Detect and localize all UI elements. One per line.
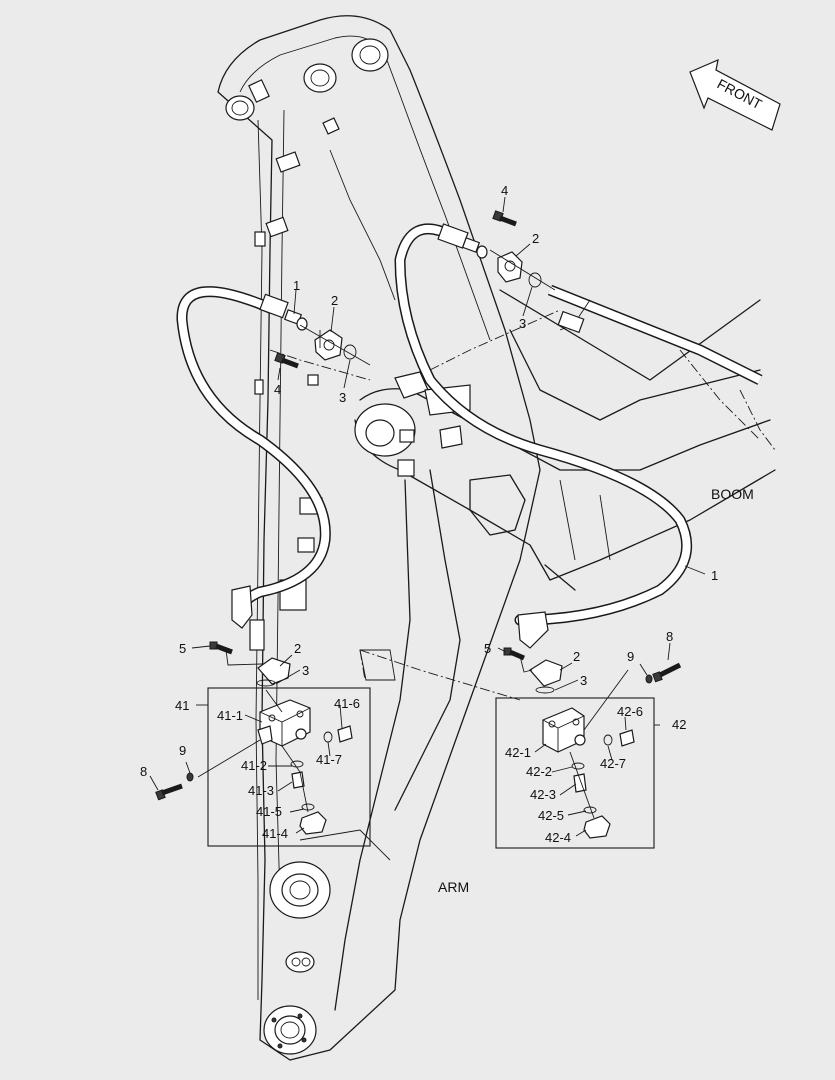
label-8-right: 8 bbox=[666, 629, 673, 644]
label-2-lower-right: 2 bbox=[573, 649, 580, 664]
boom-label: BOOM bbox=[711, 486, 754, 502]
label-5-left: 5 bbox=[179, 641, 186, 656]
flange-upper-left bbox=[299, 324, 371, 366]
label-42-2: 42-2 bbox=[526, 764, 552, 779]
label-41: 41 bbox=[175, 698, 189, 713]
label-41-7: 41-7 bbox=[316, 752, 342, 767]
label-41-3: 41-3 bbox=[248, 783, 274, 798]
bolt-4-upper bbox=[492, 210, 517, 227]
label-42-3: 42-3 bbox=[530, 787, 556, 802]
label-3-upper-right: 3 bbox=[519, 316, 526, 331]
label-3-lower-right: 3 bbox=[580, 673, 587, 688]
flange-lower-right bbox=[503, 647, 563, 694]
label-42-1: 42-1 bbox=[505, 745, 531, 760]
label-41-2: 41-2 bbox=[241, 758, 267, 773]
leader-lines bbox=[149, 196, 706, 837]
bolt-8-right bbox=[645, 662, 682, 684]
label-1-right: 1 bbox=[711, 568, 718, 583]
label-2-lower-left: 2 bbox=[294, 641, 301, 656]
label-41-4: 41-4 bbox=[262, 826, 288, 841]
label-9-right: 9 bbox=[627, 649, 634, 664]
assembly-42 bbox=[495, 697, 655, 849]
flange-upper-right bbox=[489, 249, 556, 291]
assembly-41 bbox=[207, 687, 371, 847]
label-3-upper-left: 3 bbox=[339, 390, 346, 405]
label-42-5: 42-5 bbox=[538, 808, 564, 823]
label-42-4: 42-4 bbox=[545, 830, 571, 845]
label-2-upper-left: 2 bbox=[331, 293, 338, 308]
label-1-upper: 1 bbox=[293, 278, 300, 293]
front-arrow: FRONT bbox=[689, 58, 781, 131]
label-2-upper-right: 2 bbox=[532, 231, 539, 246]
label-41-5: 41-5 bbox=[256, 804, 282, 819]
assembly-42-box bbox=[495, 697, 655, 849]
bolt-8-left bbox=[155, 772, 194, 801]
label-9-left: 9 bbox=[179, 743, 186, 758]
label-42-6: 42-6 bbox=[617, 704, 643, 719]
assembly-41-box bbox=[207, 687, 371, 847]
label-8-left: 8 bbox=[140, 764, 147, 779]
label-42-7: 42-7 bbox=[600, 756, 626, 771]
label-4-upper: 4 bbox=[501, 183, 508, 198]
bolt-4-lower bbox=[274, 352, 319, 386]
hose-left bbox=[176, 286, 331, 629]
callout-labels: 4 2 3 1 2 3 4 BOOM 1 5 2 3 5 2 3 8 9 41 … bbox=[140, 183, 754, 895]
label-3-lower-left: 3 bbox=[302, 663, 309, 678]
label-41-6: 41-6 bbox=[334, 696, 360, 711]
hose-right bbox=[394, 223, 763, 649]
label-42: 42 bbox=[672, 717, 686, 732]
label-5-right: 5 bbox=[484, 641, 491, 656]
label-41-1: 41-1 bbox=[217, 708, 243, 723]
arm-label: ARM bbox=[438, 879, 469, 895]
label-4-lower: 4 bbox=[274, 382, 281, 397]
